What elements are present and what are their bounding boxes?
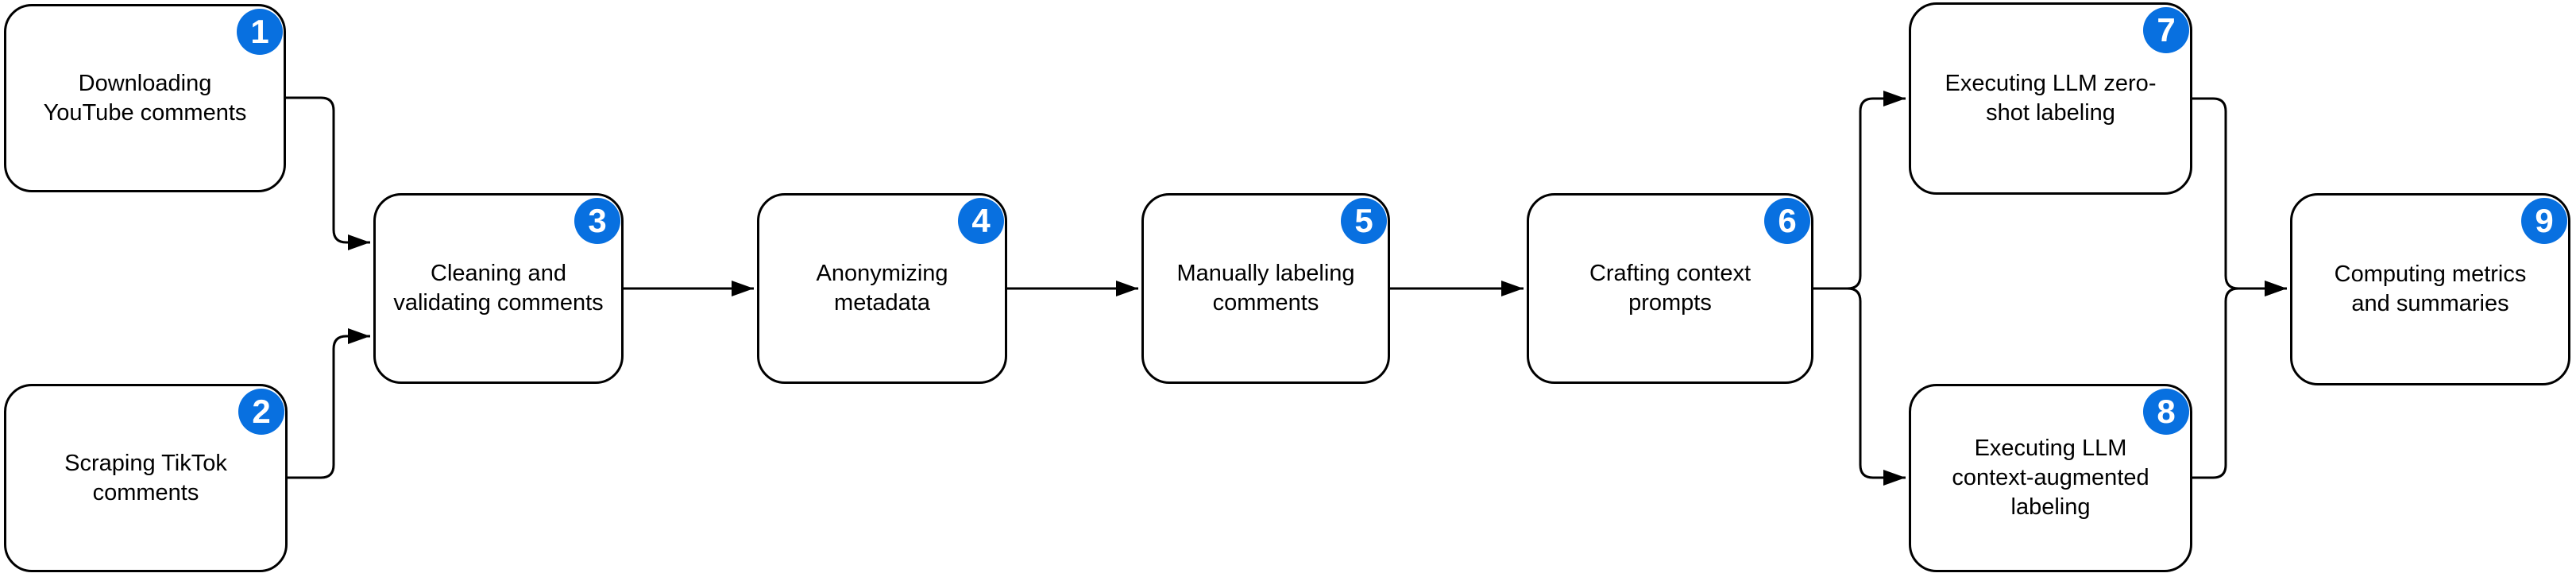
node-label: Executing LLM zero- shot labeling bbox=[1945, 71, 2157, 126]
node-downloading-youtube-comments[interactable]: 1 Downloading YouTube comments bbox=[4, 4, 286, 192]
node-manually-labeling-comments[interactable]: 5 Manually labeling comments bbox=[1141, 193, 1390, 384]
step-badge-9: 9 bbox=[2521, 198, 2567, 244]
node-llm-zero-shot-labeling[interactable]: 7 Executing LLM zero- shot labeling bbox=[1909, 2, 2192, 195]
step-badge-4: 4 bbox=[958, 198, 1004, 244]
node-label: Manually labeling comments bbox=[1176, 261, 1355, 316]
step-badge-6: 6 bbox=[1764, 198, 1810, 244]
connector-6-to-8 bbox=[1813, 287, 1906, 486]
step-badge-2: 2 bbox=[238, 389, 284, 435]
node-computing-metrics-summaries[interactable]: 9 Computing metrics and summaries bbox=[2290, 193, 2570, 385]
node-cleaning-validating-comments[interactable]: 3 Cleaning and validating comments bbox=[373, 193, 624, 384]
step-badge-8: 8 bbox=[2143, 389, 2189, 435]
connector-8-to-9 bbox=[2192, 281, 2287, 479]
node-label: Crafting context prompts bbox=[1589, 261, 1751, 316]
connector-2-to-3 bbox=[288, 328, 370, 479]
node-crafting-context-prompts[interactable]: 6 Crafting context prompts bbox=[1527, 193, 1813, 384]
node-label: Scraping TikTok comments bbox=[64, 450, 227, 505]
node-label: Downloading YouTube comments bbox=[43, 70, 247, 126]
connector-7-to-9 bbox=[2192, 97, 2287, 296]
node-scraping-tiktok-comments[interactable]: 2 Scraping TikTok comments bbox=[4, 384, 288, 572]
node-anonymizing-metadata[interactable]: 4 Anonymizing metadata bbox=[757, 193, 1007, 384]
step-badge-7: 7 bbox=[2143, 7, 2189, 53]
step-badge-5: 5 bbox=[1341, 198, 1387, 244]
node-label: Anonymizing metadata bbox=[816, 261, 948, 316]
step-badge-1: 1 bbox=[237, 9, 283, 55]
node-llm-context-augmented-labeling[interactable]: 8 Executing LLM context-augmented labeli… bbox=[1909, 384, 2192, 572]
node-label: Computing metrics and summaries bbox=[2334, 261, 2527, 316]
node-label: Executing LLM context-augmented labeling bbox=[1952, 436, 2149, 520]
connector-6-to-7 bbox=[1813, 91, 1906, 290]
node-label: Cleaning and validating comments bbox=[393, 261, 604, 316]
step-badge-3: 3 bbox=[574, 198, 620, 244]
connector-1-to-3 bbox=[286, 96, 370, 250]
